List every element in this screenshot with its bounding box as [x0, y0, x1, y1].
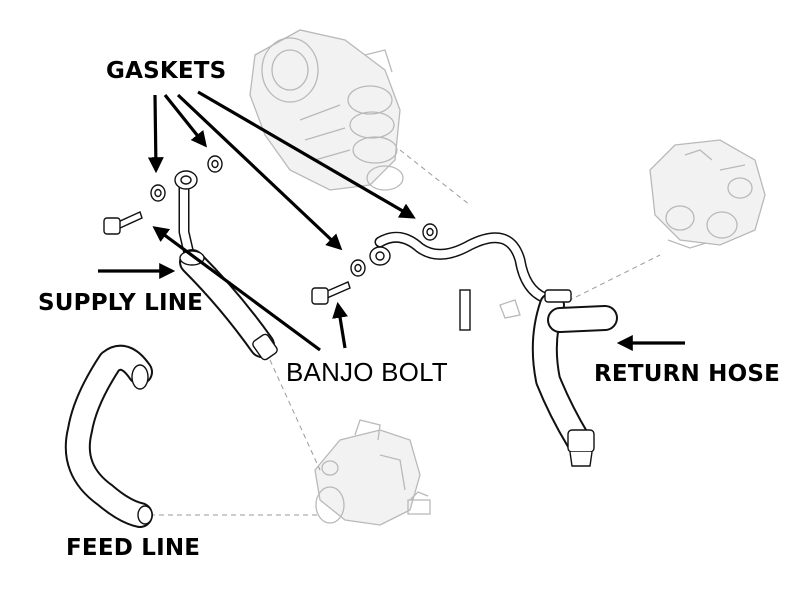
return-hose-assembly	[369, 231, 618, 467]
banjo-bolt-arrow-1	[152, 226, 321, 352]
gasket-parts	[150, 155, 438, 277]
label-feed-line: FEED LINE	[66, 535, 201, 561]
gasket-arrow-4	[197, 90, 416, 219]
gasket-arrow-3	[176, 93, 343, 251]
label-gaskets: GASKETS	[106, 58, 227, 84]
supply-line-assembly	[174, 170, 278, 361]
turbocharger-ghost	[249, 29, 404, 191]
callout-arrows	[98, 90, 685, 352]
feed-line-assembly	[64, 344, 153, 528]
label-return-hose: RETURN HOSE	[594, 361, 781, 387]
gasket-arrow-2	[163, 94, 207, 148]
alignment-lines	[150, 149, 661, 516]
label-banjo-bolt: BANJO BOLT	[286, 357, 448, 387]
auxiliary-pump-ghost	[314, 419, 431, 526]
label-supply-line: SUPPLY LINE	[38, 290, 204, 316]
banjo-bolt-parts	[103, 211, 351, 305]
gasket-arrow-1	[147, 94, 164, 174]
water-pump-ghost	[649, 139, 766, 249]
banjo-bolt-arrow-2	[332, 301, 348, 349]
